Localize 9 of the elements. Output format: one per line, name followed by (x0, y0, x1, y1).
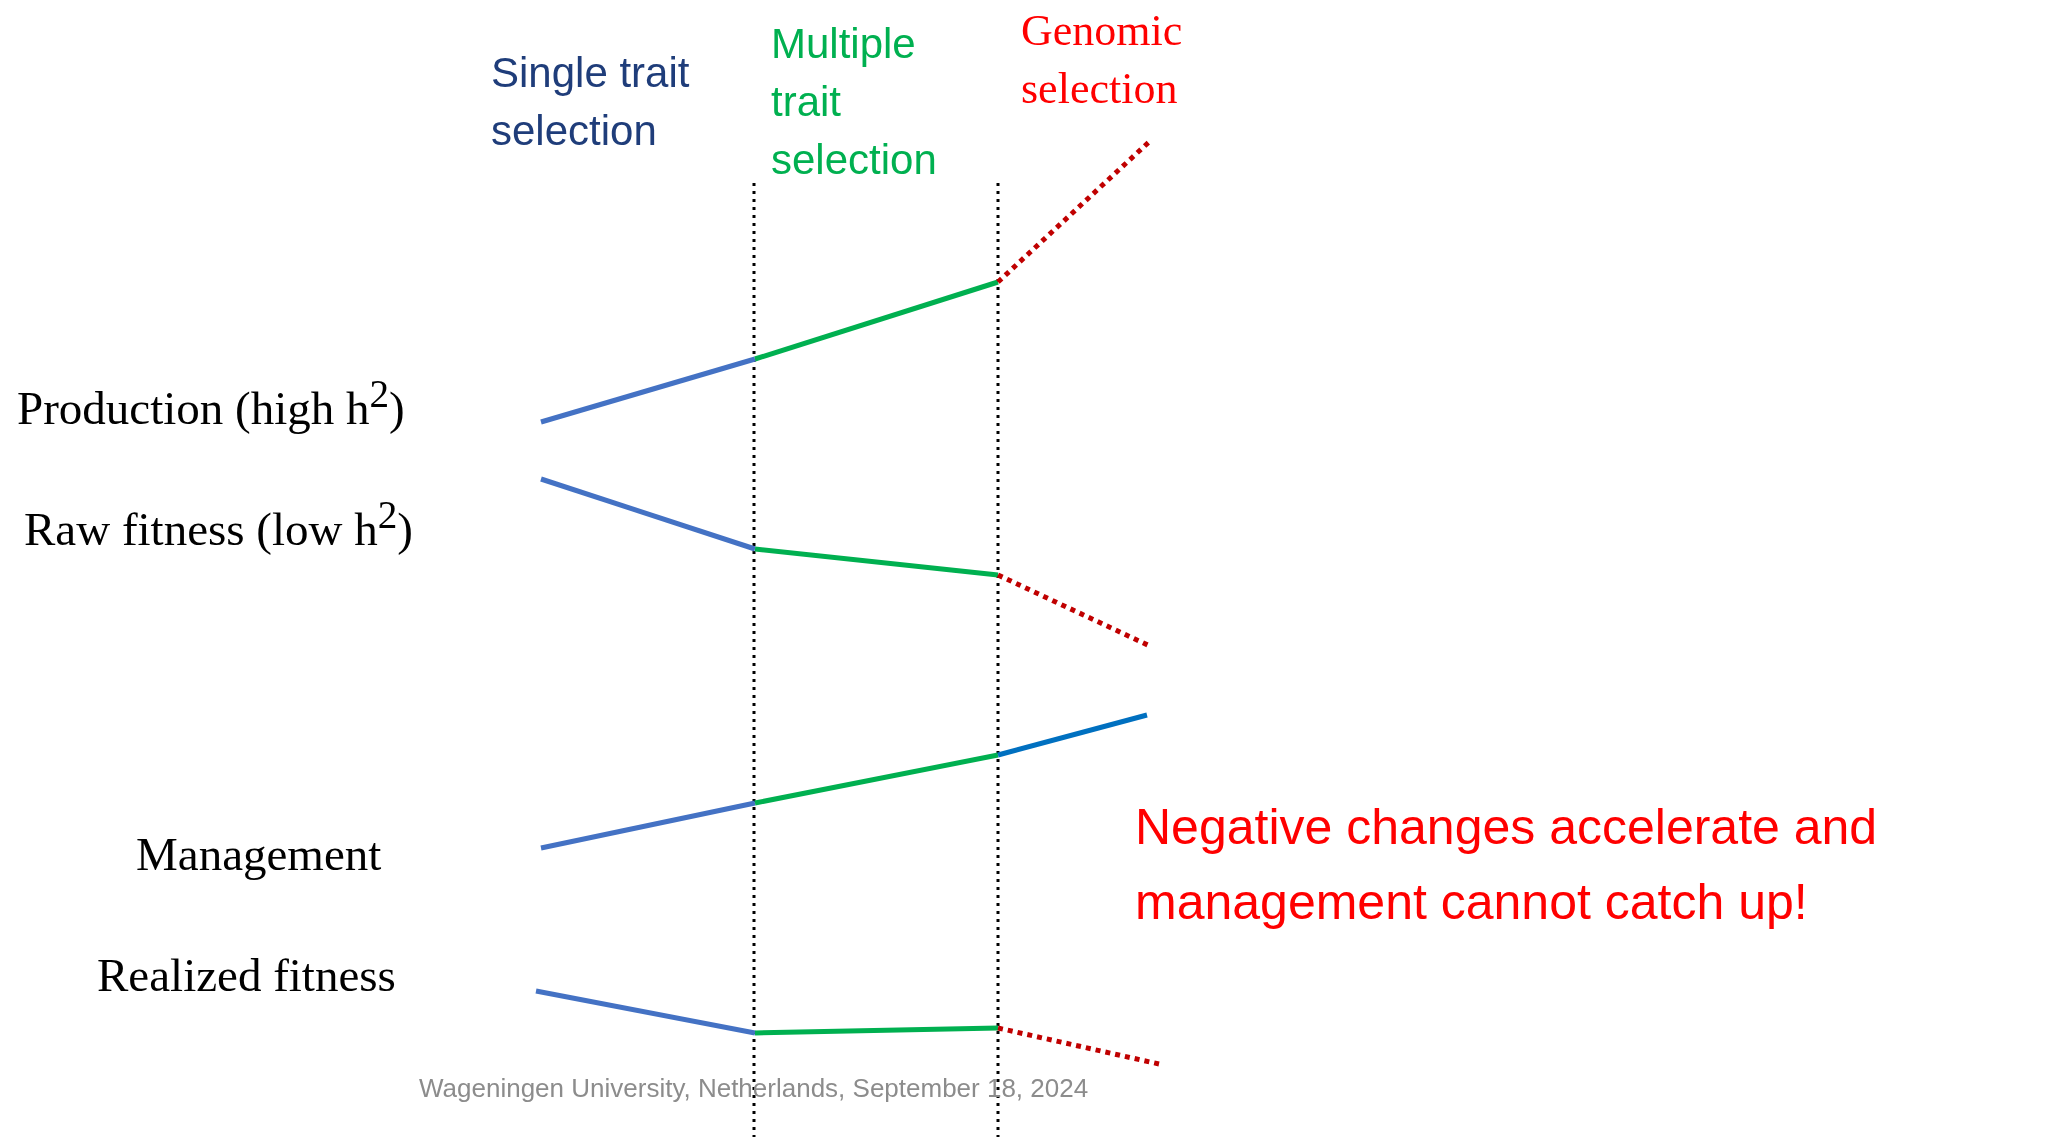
column-heading: Single trait selection (491, 48, 691, 156)
note-text: Negative changes accelerate and management cannot catch up! (1135, 798, 1879, 932)
row-label: Management (136, 827, 382, 882)
column-heading: Genomic selection (1021, 5, 1184, 115)
column-heading: Multiple trait selection (771, 19, 938, 185)
row-label: Raw fitness (low h$^{2}$) (24, 492, 413, 557)
row-label: Production (high h$^{2}$) (17, 371, 405, 436)
row-label: Realized fitness (97, 948, 396, 1003)
footer-text: Wageningen University, Netherlands, September 18, 2024 (419, 1072, 1089, 1104)
